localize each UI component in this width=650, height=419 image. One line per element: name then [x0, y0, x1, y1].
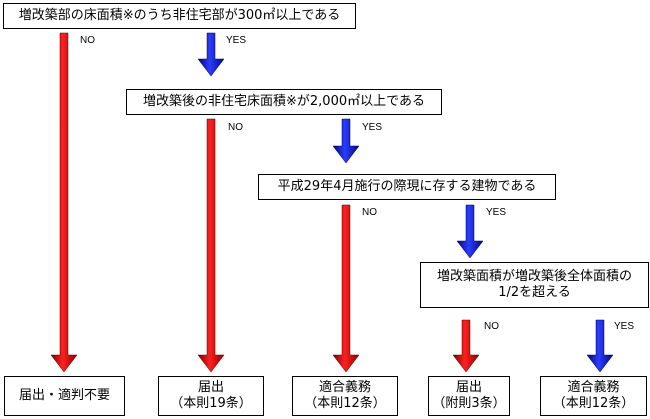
yes-arrow-3 [456, 204, 484, 259]
yes-label-2: YES [362, 122, 383, 133]
no-arrow-4 [452, 319, 480, 373]
no-label-1: NO [80, 35, 95, 46]
no-arrow-2 [197, 118, 225, 373]
no-arrow-1 [50, 32, 78, 373]
yes-arrow-2 [332, 118, 360, 164]
result-box-2: 届出 （本則19条） [158, 376, 264, 416]
yes-label-4: YES [614, 321, 635, 332]
result-4-line1: 届出 [455, 380, 482, 395]
yes-label-3: YES [486, 207, 507, 218]
question-3-text: 平成29年4月施行の際現に存する建物である [277, 179, 537, 194]
question-4-line1: 増改築面積が増改築後全体面積の [436, 269, 632, 284]
yes-arrow-1 [197, 32, 225, 77]
yes-arrow-4 [586, 319, 614, 373]
result-3-line2: （本則12条） [304, 396, 386, 411]
no-label-4: NO [484, 321, 499, 332]
result-box-4: 届出 （附則3条） [428, 376, 510, 416]
question-4-line2: 1/2を超える [498, 285, 571, 300]
result-box-5: 適合義務 （本則12条） [540, 376, 647, 416]
result-2-line2: （本則19条） [170, 396, 252, 411]
result-box-1: 届出・適判不要 [4, 376, 125, 416]
question-1-text: 増改築部の床面積※のうち非住宅部が300㎡以上である [18, 8, 341, 23]
result-4-line2: （附則3条） [432, 396, 506, 411]
question-box-1: 増改築部の床面積※のうち非住宅部が300㎡以上である [3, 3, 356, 29]
question-box-2: 増改築後の非住宅床面積※が2,000㎡以上である [126, 89, 442, 115]
no-label-2: NO [228, 122, 243, 133]
result-5-line2: （本則12条） [552, 396, 635, 411]
result-box-3: 適合義務 （本則12条） [292, 376, 398, 416]
result-1-line1: 届出・適判不要 [18, 388, 110, 403]
result-5-line1: 適合義務 [567, 380, 620, 395]
no-arrow-3 [332, 204, 360, 373]
result-2-line1: 届出 [197, 380, 224, 395]
question-box-3: 平成29年4月施行の際現に存する建物である [258, 174, 556, 200]
question-box-4: 増改築面積が増改築後全体面積の 1/2を超える [420, 262, 649, 308]
result-3-line1: 適合義務 [318, 380, 371, 395]
no-label-3: NO [362, 207, 377, 218]
question-2-text: 増改築後の非住宅床面積※が2,000㎡以上である [143, 94, 425, 109]
yes-label-1: YES [226, 35, 247, 46]
